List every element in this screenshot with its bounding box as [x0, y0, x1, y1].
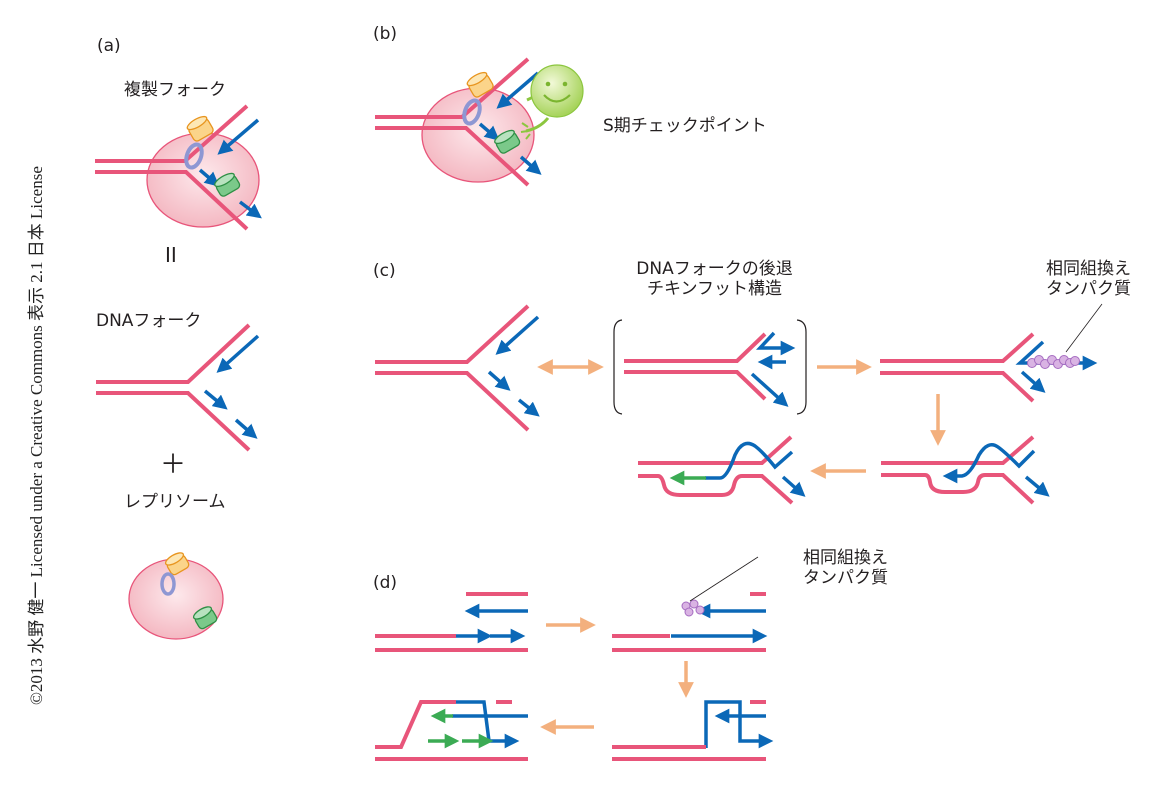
- dna-strand-displaced: [375, 700, 456, 749]
- switched-strand: [456, 700, 520, 749]
- lagging-strand-arrow: [781, 475, 806, 497]
- fork-c3: [880, 303, 1103, 403]
- clamp-icon: [184, 142, 204, 170]
- fork-regression-title: DNAフォークの後退 チキンフット構造: [612, 259, 817, 300]
- dna-strand-bottom: [375, 126, 530, 187]
- switched-strand: [704, 700, 774, 749]
- lagging-fragment-2: [517, 398, 540, 417]
- invading-strand-arrow: [942, 443, 1036, 484]
- helicase-icon: [164, 552, 190, 576]
- s-phase-checkpoint-label: S期チェックポイント: [603, 116, 767, 136]
- clamp-icon: [160, 572, 176, 596]
- dna-strand-bottom-bulge: [881, 473, 1035, 505]
- plus-sign: ＋: [160, 450, 187, 480]
- lagging-fragment-1: [203, 389, 228, 410]
- recombination-protein-d-line2: タンパク質: [803, 568, 888, 589]
- recombination-protein-filament: [1027, 355, 1080, 369]
- dna-strand-top: [624, 332, 767, 363]
- dna-strand-bottom-bulge: [638, 474, 794, 505]
- dna-fork-label: DNAフォーク: [96, 311, 202, 331]
- panel-a-label: (a): [97, 36, 121, 56]
- polymerase-icon: [494, 129, 521, 154]
- lagging-strand-arrow: [1020, 370, 1046, 393]
- recombination-protein-c-line1: 相同組換え: [1046, 259, 1131, 279]
- panel-c-label: (c): [373, 261, 396, 281]
- replisome-label: レプリソーム: [124, 492, 226, 512]
- replication-restart-c5: [638, 435, 806, 505]
- fork-c1: [375, 304, 540, 432]
- recombination-protein-c-line2: タンパク質: [1046, 279, 1131, 300]
- leading-strand-arrow: [216, 334, 260, 373]
- helicase-icon: [186, 115, 214, 142]
- lagging-fragment-1: [198, 168, 220, 187]
- dna-strand-top: [96, 323, 251, 384]
- leading-strand-arrow: [496, 71, 540, 109]
- strand-invasion-c4: [881, 435, 1050, 505]
- dna-strand-bottom: [880, 371, 1035, 403]
- dna-strand-bottom: [375, 371, 530, 432]
- fork-regression-line2: チキンフット構造: [647, 279, 782, 300]
- dna-strand-bottom: [95, 170, 249, 231]
- dna-strand-top: [375, 304, 530, 364]
- checkpoint-smiley-icon: [520, 64, 584, 140]
- fork-regression-line1: DNAフォークの後退: [636, 259, 793, 279]
- recombination-protein-label-d: 相同組換え タンパク質: [803, 548, 888, 589]
- clamp-icon: [462, 98, 482, 126]
- leading-strand-arrow: [217, 118, 260, 155]
- dna-strand-top: [881, 435, 1035, 465]
- dna-fork-a: [96, 323, 260, 452]
- polymerase-icon: [214, 172, 241, 197]
- lagging-strand-arrow: [750, 372, 789, 407]
- dna-strand-bottom: [624, 370, 767, 401]
- replication-fork-a: [95, 104, 262, 231]
- label-pointer-line-d: [689, 556, 759, 602]
- template-switch-d3: [612, 700, 774, 761]
- panel-d-label: (d): [373, 573, 398, 593]
- lagging-fragment-2: [238, 200, 262, 219]
- replisome-a: [128, 552, 224, 640]
- dna-strand-top: [638, 435, 793, 465]
- dna-strand-bottom: [96, 391, 251, 452]
- helicase-icon: [466, 71, 494, 98]
- recombination-protein-cluster: [681, 599, 705, 617]
- chicken-foot-bracket: [613, 319, 807, 415]
- leading-strand-arrow: [495, 315, 540, 355]
- label-pointer-line-c: [1065, 303, 1103, 353]
- template-switch-d1: [375, 592, 528, 652]
- recombination-protein-d-line1: 相同組換え: [803, 548, 888, 568]
- dna-strand-top: [375, 57, 530, 119]
- recombination-protein-label-c: 相同組換え タンパク質: [1046, 259, 1131, 300]
- lagging-fragment-1: [478, 122, 500, 141]
- template-switch-d2: [612, 556, 768, 652]
- lagging-strand-arrow: [1024, 475, 1050, 497]
- template-switch-d4: [375, 700, 528, 761]
- replication-fork-b: [375, 57, 584, 187]
- polymerase-icon: [192, 606, 218, 630]
- lagging-fragment-1: [487, 370, 511, 391]
- regressed-strand-arrow: [755, 331, 796, 356]
- lagging-fragment-2: [519, 155, 542, 175]
- dna-strand-top: [880, 332, 1035, 363]
- equals-sign: II: [165, 243, 177, 267]
- invading-strand: [705, 441, 794, 480]
- replication-fork-title: 複製フォーク: [124, 80, 226, 100]
- lagging-fragment-2: [234, 418, 258, 439]
- panel-b-label: (b): [373, 24, 398, 44]
